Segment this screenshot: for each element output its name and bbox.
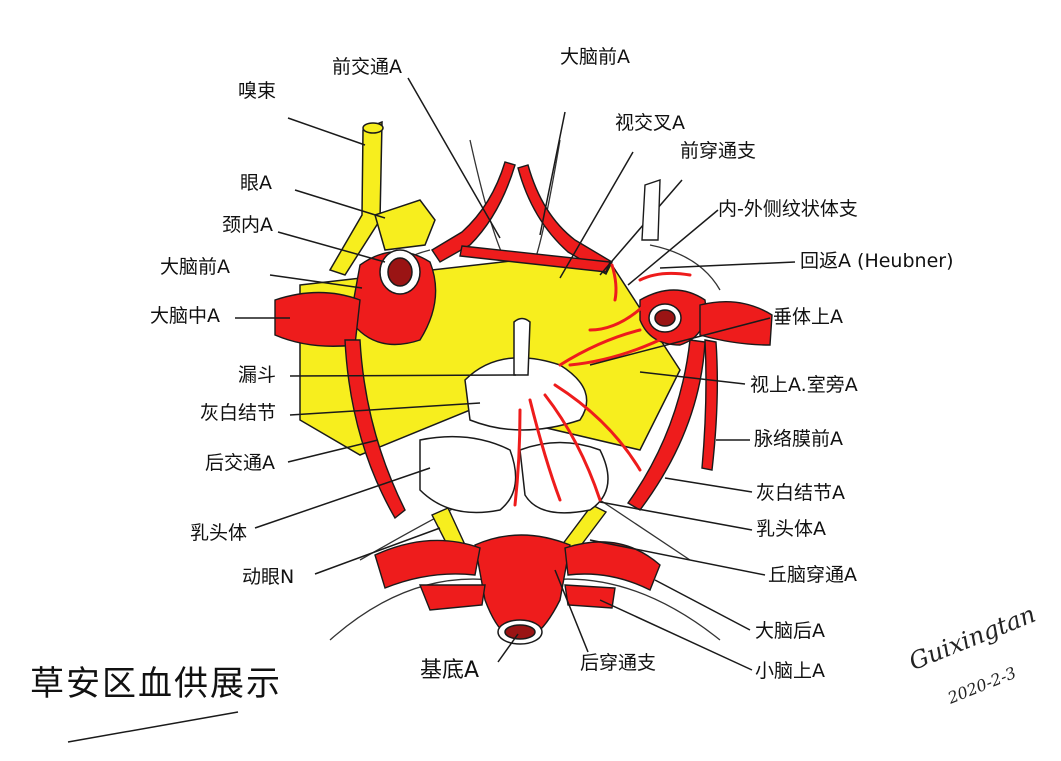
posterior-cerebral-right xyxy=(564,541,661,591)
perforating-branches xyxy=(513,263,692,507)
label-posterior-communicating-artery: 后交通A xyxy=(205,452,275,474)
label-superior-cerebellar-artery: 小脑上A xyxy=(755,660,825,682)
label-thalamoperforating-artery: 丘脑穿通A xyxy=(768,564,857,586)
mammillary-body-right-shape xyxy=(519,441,609,514)
anterior-communicating-artery xyxy=(459,245,611,273)
label-posterior-cerebral-artery: 大脑后A xyxy=(755,620,825,642)
label-mammillary-body-right: 乳头体A xyxy=(756,518,826,540)
label-tuber-cinereum-right: 灰白结节A xyxy=(756,482,845,504)
olfactory-tract xyxy=(328,120,383,276)
superior-cerebellar-left xyxy=(418,584,486,611)
label-ophthalmic-artery: 眼A xyxy=(240,172,272,194)
label-chiasmatic-artery: 视交叉A xyxy=(615,112,685,134)
label-anterior-choroidal-artery: 脉络膜前A xyxy=(754,428,843,450)
label-posterior-perforating-branches: 后穿通支 xyxy=(580,652,657,674)
diagram-title: 草安区血供展示 xyxy=(30,664,282,704)
anterior-cerebral-artery-left xyxy=(431,161,516,263)
label-infundibulum: 漏斗 xyxy=(238,364,277,386)
label-oculomotor-nerve: 动眼N xyxy=(242,566,295,588)
middle-cerebral-artery-left xyxy=(274,291,361,347)
label-olfactory-tract: 嗅束 xyxy=(238,80,277,102)
label-middle-cerebral-artery: 大脑中A xyxy=(150,305,220,327)
optic-nerve xyxy=(374,199,436,251)
posterior-cerebral-left xyxy=(374,539,481,589)
label-anterior-cerebral-artery-right: 大脑前A xyxy=(560,46,630,68)
label-anterior-perforating-branches: 前穿通支 xyxy=(680,140,757,162)
superior-cerebellar-right xyxy=(564,584,616,609)
label-internal-carotid-artery: 颈内A xyxy=(222,214,273,236)
label-tuber-cinereum-left: 灰白结节 xyxy=(200,402,277,424)
label-supraoptic-paraventricular-artery: 视上A.室旁A xyxy=(750,374,858,396)
label-recurrent-artery-heubner: 回返A (Heubner) xyxy=(800,250,954,272)
label-anterior-communicating-artery: 前交通A xyxy=(332,56,402,78)
anterior-choroidal-artery xyxy=(701,339,719,471)
label-superior-hypophyseal-artery: 垂体上A xyxy=(773,306,843,328)
olfactory-cut xyxy=(362,122,384,134)
middle-cerebral-artery-right xyxy=(699,300,773,346)
leader-lines xyxy=(67,77,796,743)
vessel-lumens xyxy=(362,122,682,645)
label-basilar-artery: 基底A xyxy=(420,658,480,683)
infundibulum xyxy=(513,317,531,376)
optic-nerve-stub-right xyxy=(641,179,661,241)
posterior-communicating-left xyxy=(344,339,406,520)
label-anterior-cerebral-artery-left: 大脑前A xyxy=(160,256,230,278)
hypothalamus-structures xyxy=(419,317,609,514)
label-lenticulostriate-branches: 内-外侧纹状体支 xyxy=(718,198,858,220)
mammillary-body-left-shape xyxy=(419,435,517,514)
label-mammillary-body-left: 乳头体 xyxy=(190,522,248,544)
